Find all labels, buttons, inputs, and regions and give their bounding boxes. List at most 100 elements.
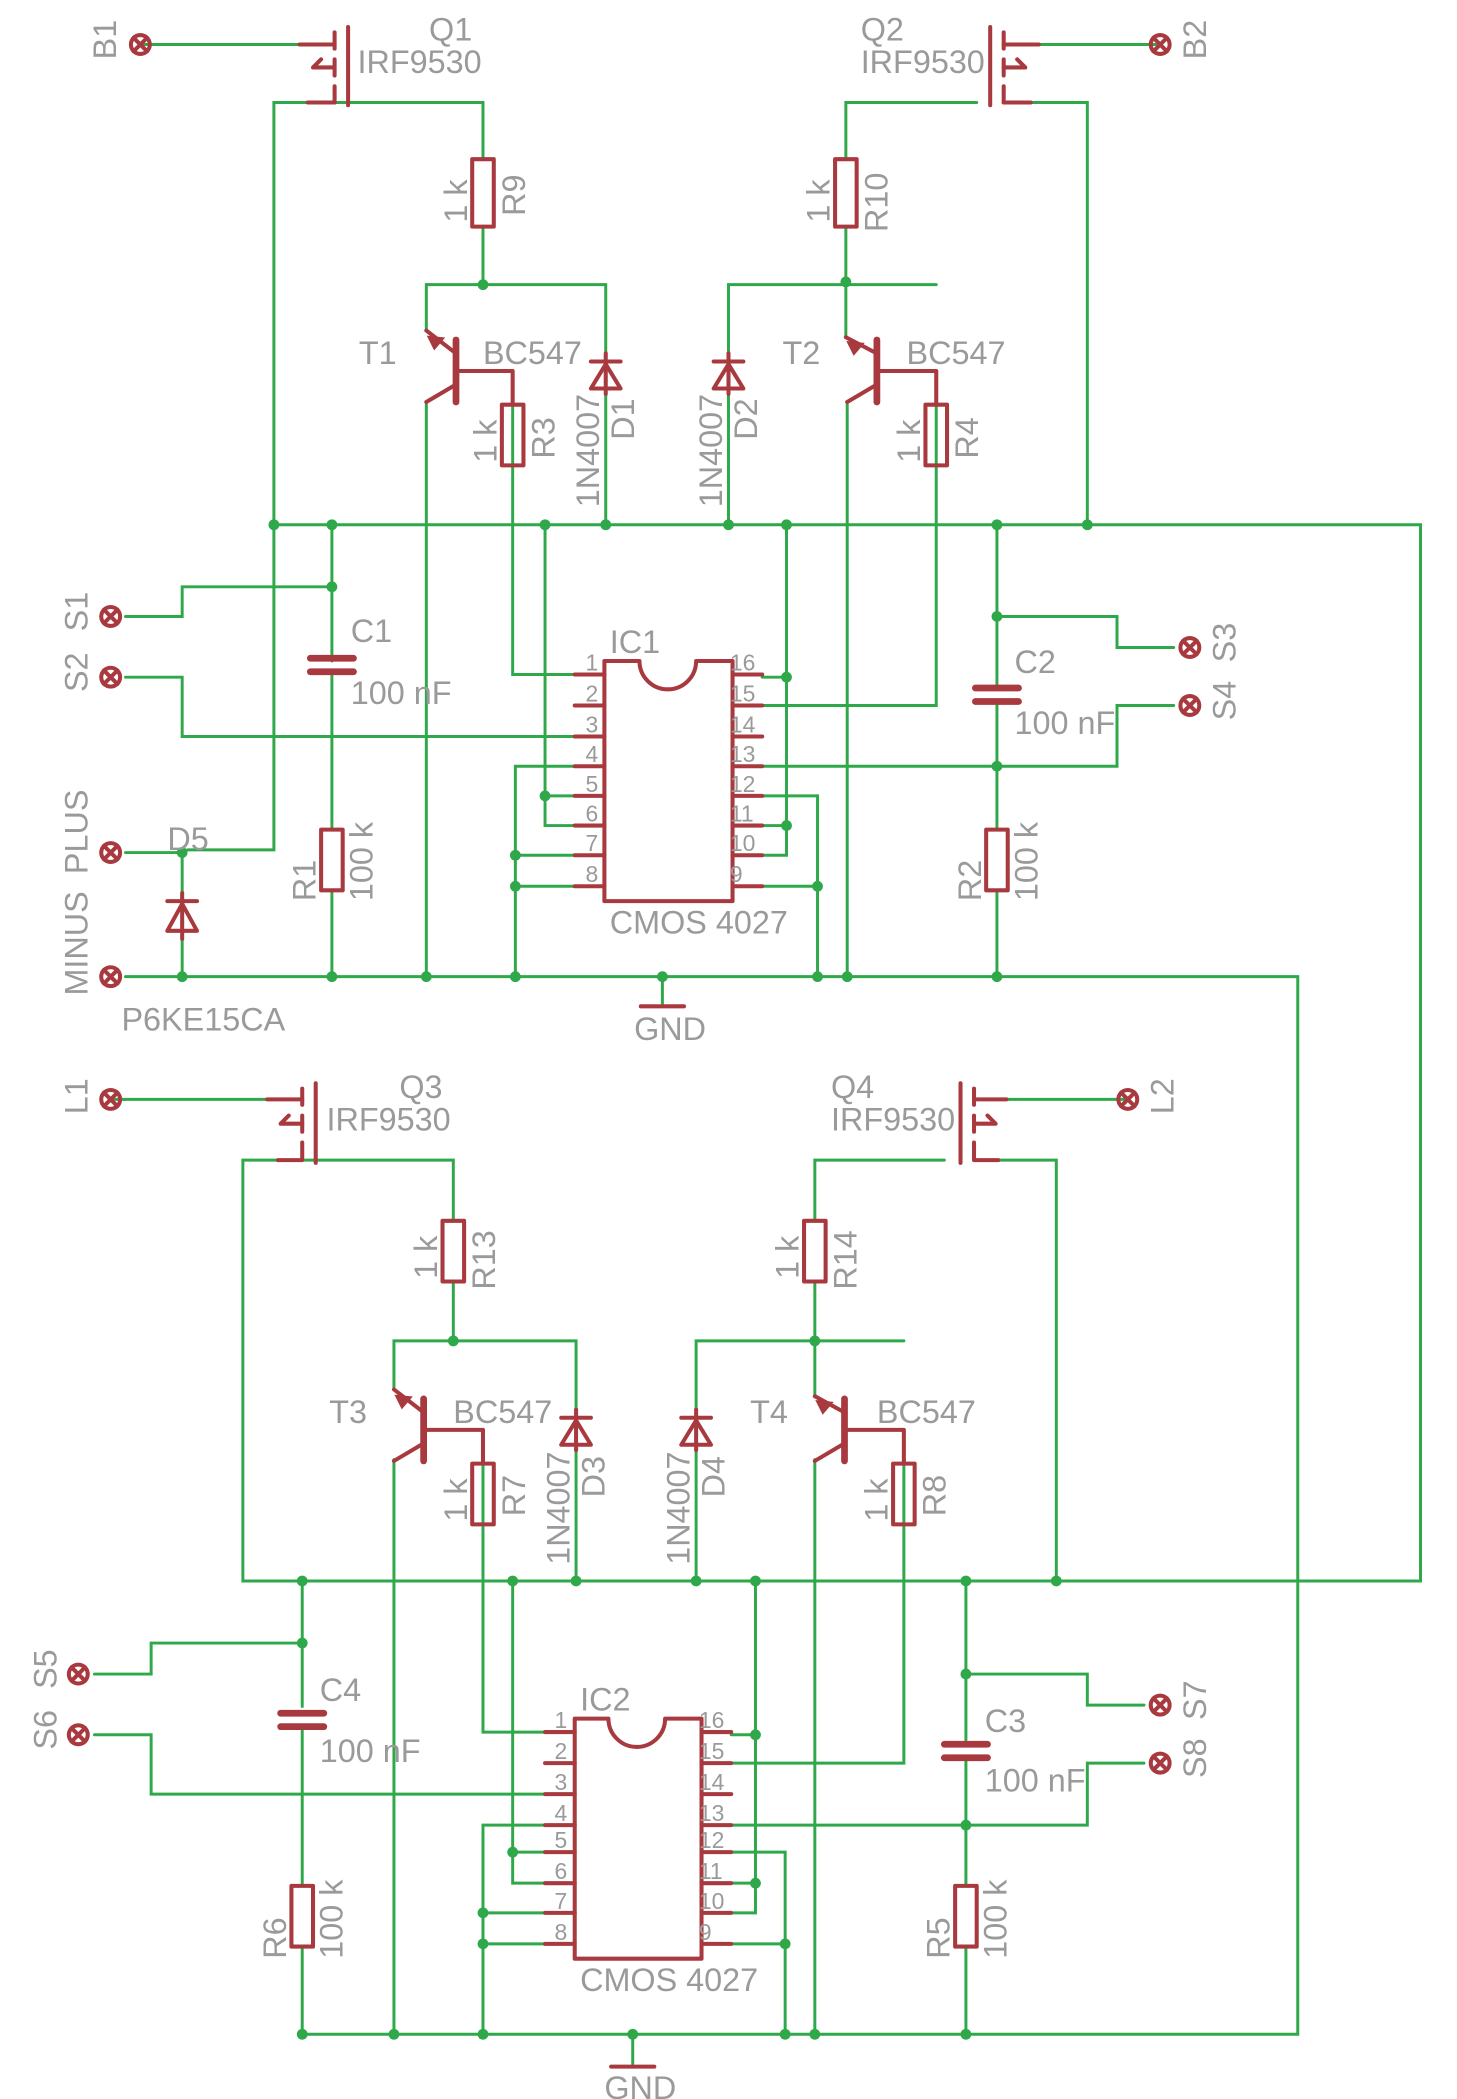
- terminal-s6[interactable]: S6: [28, 1710, 90, 1750]
- svg-text:14: 14: [699, 1769, 725, 1795]
- transistor-t1[interactable]: T1 BC547: [359, 328, 582, 407]
- resistor-r8[interactable]: 1 k R8: [859, 1461, 953, 1527]
- component-value: CMOS 4027: [610, 904, 788, 940]
- svg-text:14: 14: [730, 711, 756, 737]
- component-value: BC547: [453, 1394, 552, 1430]
- component-name: T2: [782, 335, 820, 371]
- svg-text:11: 11: [730, 801, 754, 827]
- component-name: D2: [728, 398, 764, 439]
- component-name: Q2: [861, 11, 904, 47]
- terminal-b1[interactable]: B1: [87, 20, 152, 60]
- diode-d2[interactable]: 1N4007 D2: [693, 351, 764, 507]
- terminal-s1[interactable]: S1: [59, 592, 123, 632]
- component-name: T1: [359, 335, 397, 371]
- component-value: 1 k: [467, 419, 503, 463]
- svg-text:5: 5: [586, 771, 599, 797]
- component-name: R5: [921, 1917, 957, 1958]
- svg-text:15: 15: [699, 1738, 724, 1764]
- terminal-label: L2: [1145, 1078, 1181, 1114]
- capacitor-c4[interactable]: C4 100 nF: [277, 1672, 421, 1769]
- component-name: Q3: [399, 1069, 442, 1105]
- component-value: IRF9530: [358, 44, 482, 80]
- component-value: P6KE15CA: [121, 1002, 285, 1038]
- component-value: 100 nF: [320, 1733, 421, 1769]
- component-value: IRF9530: [861, 44, 985, 80]
- mosfet-q2[interactable]: Q2 IRF9530: [861, 11, 1041, 108]
- terminal-label: S2: [59, 652, 95, 692]
- svg-text:6: 6: [586, 801, 599, 827]
- transistor-t2[interactable]: T2 BC547: [782, 335, 1006, 407]
- component-name: C4: [320, 1672, 361, 1708]
- component-name: R7: [496, 1475, 532, 1516]
- component-name: R14: [828, 1230, 864, 1289]
- svg-text:2: 2: [554, 1738, 567, 1764]
- resistor-r7[interactable]: 1 k R7: [438, 1461, 532, 1527]
- resistor-r10[interactable]: 1 k R10: [801, 157, 895, 232]
- component-value: 100 nF: [985, 1762, 1086, 1798]
- component-value: BC547: [483, 335, 582, 371]
- resistor-r6[interactable]: R6 100 k: [257, 1879, 350, 1959]
- resistor-r9[interactable]: 1 k R9: [438, 157, 532, 229]
- ic-ic1[interactable]: IC1 CMOS 4027 1 2 3 4 5 6 7 8: [572, 624, 788, 941]
- mosfet-q4[interactable]: Q4 IRF9530: [831, 1069, 1009, 1165]
- capacitor-c2[interactable]: C2 100 nF: [971, 644, 1115, 741]
- component-value: 100 k: [1008, 821, 1044, 901]
- component-name: R13: [466, 1230, 502, 1289]
- resistor-r3[interactable]: 1 k R3: [467, 402, 561, 468]
- ic-ic2[interactable]: IC2 CMOS 4027 1 2 3 4 5 6 7 8: [543, 1681, 758, 1998]
- diode-d3[interactable]: 1N4007 D3: [540, 1407, 611, 1565]
- component-name: R9: [496, 174, 532, 215]
- terminal-s4[interactable]: S4: [1178, 681, 1243, 721]
- resistor-r1[interactable]: R1 100 k: [287, 821, 380, 901]
- terminal-label: S7: [1177, 1680, 1213, 1720]
- diode-d4[interactable]: 1N4007 D4: [660, 1407, 731, 1565]
- terminal-s3[interactable]: S3: [1178, 623, 1243, 663]
- component-name: IC2: [580, 1681, 630, 1717]
- component-name: R4: [949, 417, 985, 458]
- terminal-s8[interactable]: S8: [1148, 1738, 1213, 1778]
- component-name: T3: [329, 1394, 367, 1430]
- transistor-t4[interactable]: T4 BC547: [750, 1394, 976, 1466]
- terminal-label: S1: [59, 592, 95, 632]
- capacitor-c1[interactable]: C1 100 nF: [306, 613, 452, 711]
- terminal-s2[interactable]: S2: [59, 652, 123, 692]
- component-value: BC547: [907, 335, 1006, 371]
- resistor-r13[interactable]: 1 k R13: [408, 1218, 502, 1290]
- resistor-r4[interactable]: 1 k R4: [891, 402, 985, 468]
- terminal-l1[interactable]: L1: [59, 1078, 123, 1114]
- resistor-r5[interactable]: R5 100 k: [921, 1879, 1014, 1959]
- component-name: IC1: [610, 624, 660, 660]
- terminal-minus[interactable]: MINUS: [59, 891, 123, 996]
- mosfet-q1[interactable]: Q1 IRF9530: [297, 11, 482, 108]
- component-name: C1: [351, 613, 392, 649]
- terminal-s5[interactable]: S5: [28, 1649, 90, 1689]
- component-name: D4: [695, 1456, 731, 1497]
- resistor-r14[interactable]: 1 k R14: [770, 1218, 864, 1290]
- svg-text:3: 3: [554, 1769, 567, 1795]
- component-value: 1 k: [408, 1235, 444, 1279]
- svg-text:1: 1: [554, 1707, 567, 1733]
- terminal-s7[interactable]: S7: [1148, 1680, 1213, 1720]
- wires: [92, 43, 1423, 2066]
- component-value: 1N4007: [540, 1451, 576, 1564]
- terminal-label: L1: [59, 1078, 95, 1114]
- svg-text:6: 6: [554, 1858, 567, 1884]
- component-value: 1 k: [770, 1235, 806, 1279]
- resistor-r2[interactable]: R2 100 k: [952, 821, 1045, 901]
- capacitor-c3[interactable]: C3 100 nF: [940, 1703, 1086, 1798]
- component-name: R10: [859, 173, 895, 232]
- terminal-plus[interactable]: PLUS: [59, 790, 123, 875]
- terminal-label: PLUS: [59, 790, 95, 875]
- svg-text:13: 13: [730, 741, 755, 767]
- component-value: 100 k: [314, 1879, 350, 1959]
- svg-text:4: 4: [586, 741, 599, 767]
- terminal-label: S4: [1207, 681, 1243, 721]
- terminal-l2[interactable]: L2: [1116, 1078, 1181, 1114]
- diode-d1[interactable]: 1N4007 D1: [570, 351, 641, 507]
- transistor-t3[interactable]: T3 BC547: [329, 1387, 552, 1466]
- svg-text:7: 7: [554, 1888, 567, 1914]
- component-name: R6: [257, 1917, 293, 1958]
- diode-d5[interactable]: D5 P6KE15CA: [121, 821, 285, 1038]
- terminal-b2[interactable]: B2: [1148, 20, 1213, 60]
- mosfet-q3[interactable]: Q3 IRF9530: [265, 1069, 451, 1165]
